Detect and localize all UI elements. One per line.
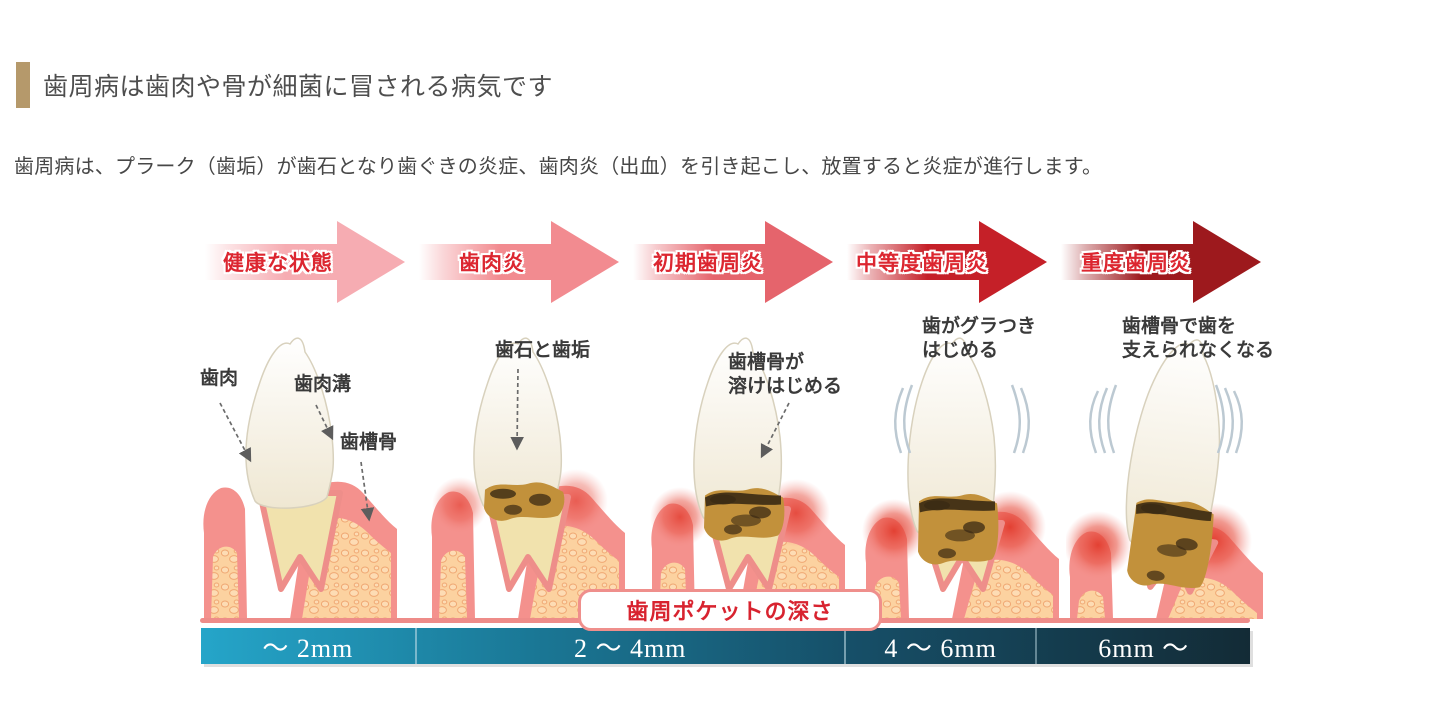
tooth-illustration-severe-periodontitis — [1064, 327, 1266, 619]
annotation-line: はじめる — [922, 339, 999, 361]
pocket-depth-box: 歯周ポケットの深さ — [578, 589, 882, 631]
annotation-bone-dissolving: 歯槽骨が 溶けはじめる — [728, 351, 842, 399]
stage-arrow-gingivitis: 歯肉炎 — [419, 220, 619, 304]
stage-arrow-early-periodontitis: 初期歯周炎 — [633, 220, 833, 304]
heading-accent-bar — [16, 62, 30, 108]
tooth-illustration-early-periodontitis — [648, 327, 848, 619]
stage-arrow-label: 重度歯周炎 — [1081, 252, 1191, 275]
stage-arrow-healthy: 健康な状態 — [205, 220, 405, 304]
annotation-line: 溶けはじめる — [728, 375, 843, 397]
annotation-line: 歯槽骨が — [728, 352, 805, 373]
annotation-gum: 歯肉 — [200, 368, 239, 389]
tooth-illustration-moderate-periodontitis — [862, 327, 1062, 619]
section-heading: 歯周病は歯肉や骨が細菌に冒される病気です — [16, 62, 553, 108]
depth-segment: 4 ～ 6mm — [846, 628, 1038, 664]
annotation-teeth-loosening: 歯がグラつき はじめる — [922, 315, 1036, 363]
stage-arrow-severe-periodontitis: 重度歯周炎 — [1061, 220, 1261, 304]
depth-segment: 2 ～ 4mm — [417, 628, 846, 664]
stage-arrow-label: 中等度歯周炎 — [856, 252, 988, 275]
annotation-alveolar-bone: 歯槽骨 — [340, 432, 398, 453]
stage-arrow-moderate-periodontitis: 中等度歯周炎 — [847, 220, 1047, 304]
depth-segment: 6mm ～ — [1098, 633, 1190, 663]
annotation-line: 歯がグラつき — [922, 316, 1037, 337]
annotation-line: 歯槽骨で歯を — [1122, 316, 1237, 337]
stage-arrow-label: 初期歯周炎 — [653, 252, 763, 275]
depth-segment: ～ 2mm — [201, 628, 417, 664]
intro-text: 歯周病は、プラーク（歯垢）が歯石となり歯ぐきの炎症、歯肉炎（出血）を引き起こし、… — [14, 156, 1103, 178]
stage-arrow-label: 歯肉炎 — [459, 252, 525, 275]
stage-arrow-label: 健康な状態 — [223, 252, 333, 275]
pocket-depth-scale: ～ 2mm 2 ～ 4mm 4 ～ 6mm 6mm ～ — [201, 628, 1250, 664]
progression-diagram: 健康な状態 歯肉炎 初期歯周炎 — [200, 215, 1274, 680]
pocket-depth-label: 歯周ポケットの深さ — [626, 599, 834, 624]
annotation-tartar-plaque: 歯石と歯垢 — [495, 340, 591, 361]
page-title: 歯周病は歯肉や骨が細菌に冒される病気です — [43, 73, 554, 101]
tooth-illustration-gingivitis — [428, 327, 628, 619]
annotation-line: 支えられなくなる — [1122, 339, 1275, 361]
annotation-gingival-sulcus: 歯肉溝 — [294, 374, 352, 395]
tooth-illustration-healthy — [200, 327, 400, 619]
annotation-bone-cannot-support: 歯槽骨で歯を 支えられなくなる — [1122, 315, 1274, 363]
